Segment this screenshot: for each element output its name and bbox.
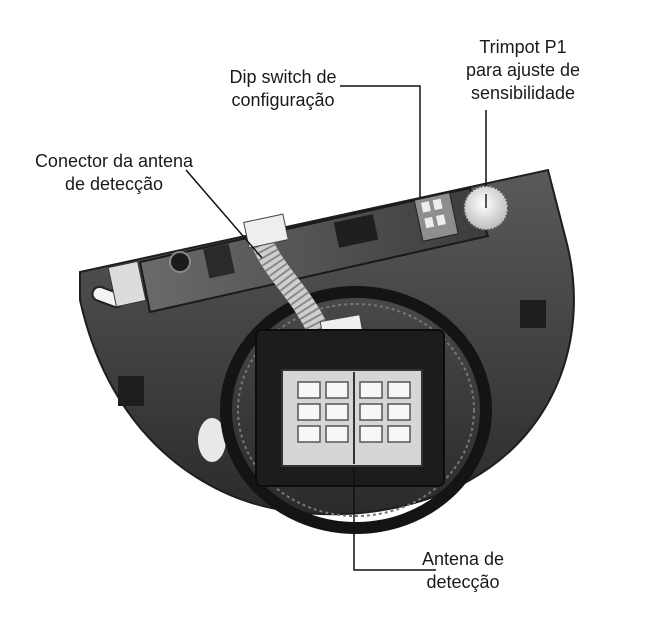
label-trimpot: Trimpot P1 para ajuste de sensibilidade (448, 36, 598, 105)
label-dip-switch: Dip switch de configuração (208, 66, 358, 112)
label-dip-switch-line2: configuração (231, 90, 335, 110)
leader-line-dip-switch (340, 85, 421, 198)
label-conector-line2: de detecção (64, 174, 164, 194)
label-antena-line2: detecção (426, 572, 500, 592)
capacitor (169, 251, 191, 273)
label-trimpot-line3: sensibilidade (470, 83, 576, 103)
antenna-patches (297, 381, 411, 443)
ic-chip (333, 214, 379, 248)
white-connector (107, 260, 147, 308)
right-clip (520, 300, 546, 328)
pcb-board (138, 186, 490, 314)
label-antena-line1: Antena de (421, 549, 505, 569)
ring (220, 286, 492, 534)
regulator (203, 243, 235, 279)
label-conector-line1: Conector da antena (34, 151, 194, 171)
cable-connector (243, 213, 289, 249)
dip-switch-block (413, 192, 459, 242)
label-trimpot-line2: para ajuste de (465, 60, 581, 80)
label-dip-switch-line1: Dip switch de (229, 67, 337, 87)
left-clip (118, 376, 144, 406)
trimpot-knob (463, 185, 509, 231)
oval-hole (198, 418, 226, 462)
leader-line-antena (353, 468, 436, 571)
label-trimpot-line1: Trimpot P1 (479, 37, 567, 57)
label-antena: Antena de detecção (378, 548, 548, 594)
leader-line-conector (185, 169, 263, 259)
ring-inner (237, 303, 475, 517)
label-conector: Conector da antena de detecção (14, 150, 214, 196)
